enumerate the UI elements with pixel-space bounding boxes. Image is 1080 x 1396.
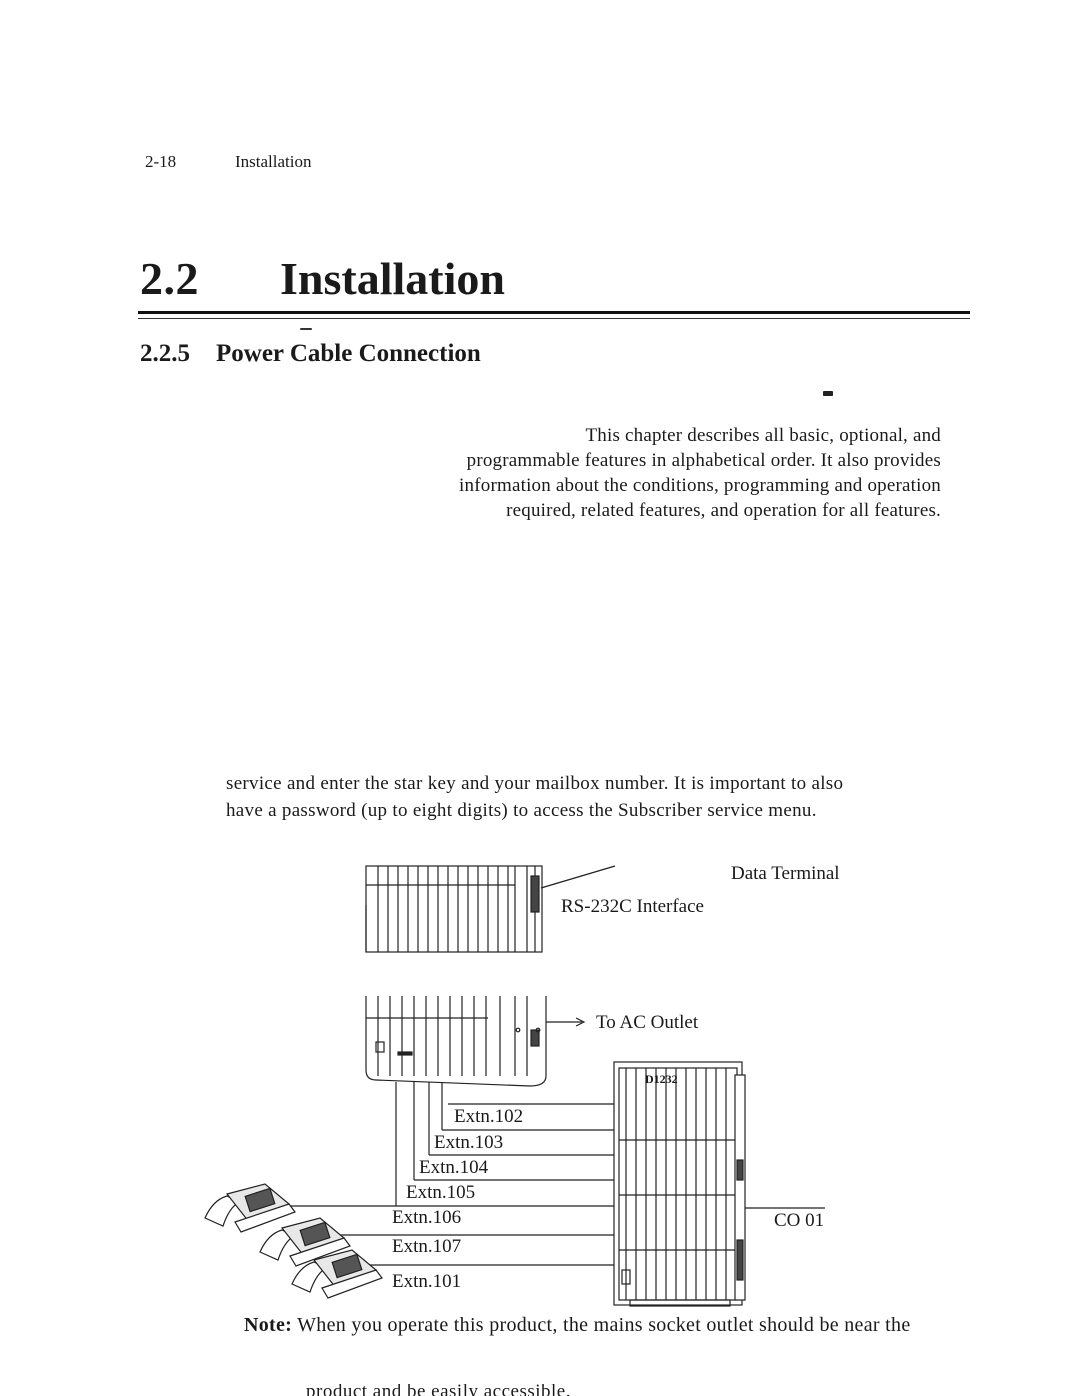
extension-label: Extn.101	[392, 1271, 462, 1292]
section-heading: 2.2.5 Power Cable Connection	[140, 340, 481, 368]
subscriber-paragraph: service and enter the star key and your …	[226, 770, 966, 824]
telephone-icon	[259, 1217, 351, 1267]
main-unit	[365, 996, 547, 1087]
scan-mark	[300, 328, 312, 330]
co-line-label: CO 01	[774, 1210, 825, 1231]
note-continuation: product and be easily accessible.	[306, 1384, 571, 1396]
rs232c-label: RS-232C Interface	[561, 896, 704, 917]
telephone-icon	[291, 1249, 383, 1299]
paragraph-line: required, related features, and operatio…	[506, 500, 941, 521]
note-label: Note:	[244, 1314, 293, 1336]
running-header: 2-18 Installation	[145, 152, 311, 172]
telephone-icon	[204, 1183, 296, 1233]
data-terminal-label: Data Terminal	[731, 863, 840, 884]
scan-mark	[823, 391, 833, 396]
chapter-number: 2.2	[140, 253, 199, 304]
paragraph-line: programmable features in alphabetical or…	[466, 450, 941, 471]
paragraph-line: This chapter describes all basic, option…	[585, 425, 941, 446]
note-paragraph: Note: When you operate this product, the…	[244, 1314, 984, 1337]
extension-label: Extn.103	[434, 1132, 504, 1153]
heading-rule-thin	[138, 318, 970, 319]
section-number: 2.2.5	[140, 340, 190, 367]
heading-rule-thick	[138, 311, 970, 314]
paragraph-line: information about the conditions, progra…	[459, 475, 941, 496]
note-text: When you operate this product, the mains…	[297, 1314, 911, 1336]
extension-label: Extn.102	[454, 1106, 524, 1127]
section-title: Power Cable Connection	[216, 340, 481, 367]
arrow-right-icon	[575, 1017, 586, 1027]
extension-label: Extn.104	[419, 1157, 489, 1178]
ac-outlet-label: To AC Outlet	[596, 1012, 699, 1033]
page-number: 2-18	[145, 152, 177, 171]
extension-label: Extn.105	[406, 1182, 476, 1203]
unit-model-label: D1232	[645, 1072, 678, 1086]
extension-label: Extn.106	[392, 1207, 462, 1228]
wall-unit	[613, 1061, 746, 1307]
paragraph-line: have a password (up to eight digits) to …	[226, 800, 817, 821]
intro-paragraph: This chapter describes all basic, option…	[385, 423, 941, 523]
paragraph-line: service and enter the star key and your …	[226, 773, 844, 794]
extension-label: Extn.107	[392, 1236, 462, 1257]
chapter-title: Installation	[280, 253, 505, 304]
top-unit	[365, 865, 543, 953]
running-section-name: Installation	[235, 152, 312, 171]
